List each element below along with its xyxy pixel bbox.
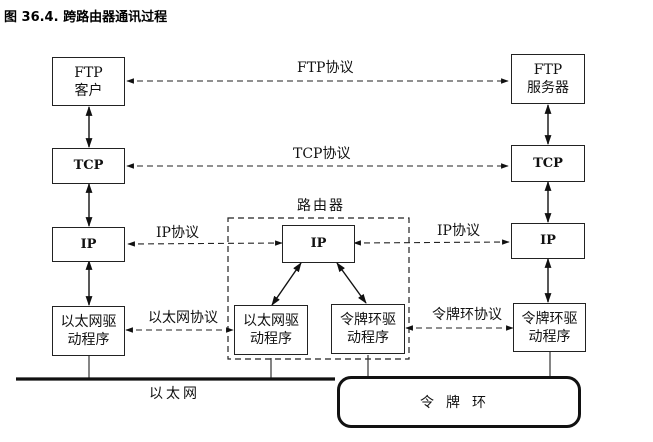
server-ftp-box: FTP 服务器 [511, 54, 585, 104]
router-boundary [227, 217, 410, 360]
ethernet-protocol-label: 以太网协议 [148, 310, 218, 326]
server-ip-label: IP [540, 233, 556, 248]
router-tr-driver-label-1: 令牌环驱 [340, 312, 396, 328]
ftp-protocol-label: FTP协议 [297, 60, 354, 76]
server-driver-box: 令牌环驱 动程序 [513, 303, 586, 352]
ip-protocol-right-label: IP协议 [437, 223, 480, 239]
token-ring-network-label: 令牌环 [420, 395, 498, 411]
server-ftp-label-1: FTP [533, 62, 563, 78]
client-tcp-label: TCP [73, 158, 104, 173]
client-driver-box: 以太网驱 动程序 [52, 306, 125, 356]
ip-protocol-right-arrow [353, 239, 510, 246]
token-ring-network: 令牌环 [337, 376, 581, 428]
router-tr-driver-label-2: 动程序 [347, 330, 389, 346]
client-ftp-box: FTP 客户 [52, 57, 125, 106]
client-ip-box: IP [52, 227, 125, 262]
server-driver-label-1: 令牌环驱 [521, 310, 578, 327]
server-driver-label-2: 动程序 [528, 328, 571, 345]
router-eth-driver-label-1: 以太网驱 [243, 313, 299, 329]
router-eth-driver-label-2: 动程序 [250, 331, 292, 347]
server-tcp-label: TCP [533, 155, 563, 171]
server-ip-box: IP [511, 223, 585, 259]
router-label: 路由器 [297, 198, 345, 214]
router-tr-driver-box: 令牌环驱 动程序 [331, 304, 405, 354]
token-ring-protocol-label: 令牌环协议 [432, 307, 502, 323]
router-eth-driver-box: 以太网驱 动程序 [234, 305, 308, 355]
router-ip-box: IP [282, 225, 355, 263]
client-tcp-box: TCP [52, 148, 125, 184]
ip-protocol-left-arrow [127, 240, 283, 247]
client-ftp-label-2: 客户 [74, 82, 103, 99]
client-ip-label: IP [80, 236, 97, 252]
client-ftp-label-1: FTP [74, 64, 103, 81]
ip-protocol-left-label: IP协议 [156, 225, 199, 241]
router-ip-tr-arrow [336, 262, 367, 304]
server-ftp-label-2: 服务器 [527, 80, 569, 96]
router-ip-eth-arrow [271, 262, 302, 306]
figure-title: 图 36.4. 跨路由器通讯过程 [4, 10, 168, 25]
ethernet-network-label: 以太网 [149, 386, 200, 402]
router-ip-label: IP [310, 236, 327, 251]
client-driver-label-2: 动程序 [67, 332, 110, 348]
client-driver-label-1: 以太网驱 [60, 314, 117, 330]
server-tcp-box: TCP [511, 145, 585, 182]
tcp-protocol-label: TCP协议 [293, 146, 351, 162]
